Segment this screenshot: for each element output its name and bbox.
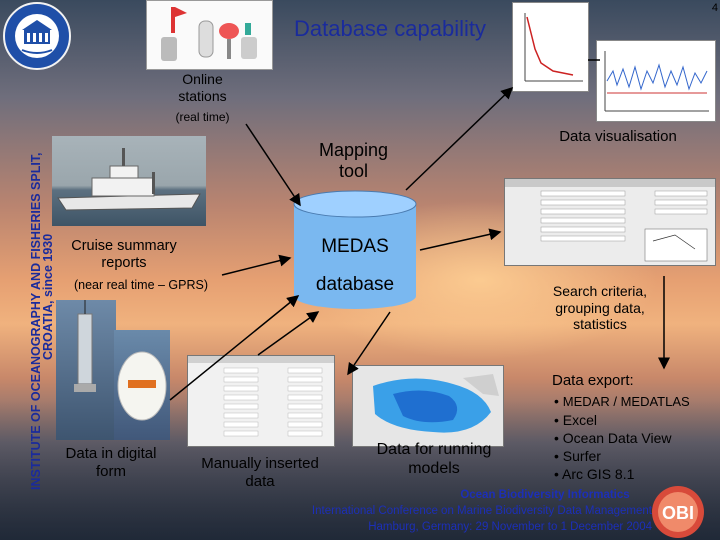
arrow-medas-to-models — [347, 311, 391, 376]
arrow-digital-to-medas — [169, 295, 300, 401]
export-item: • Arc GIS 8.1 — [554, 466, 635, 482]
model-map-image — [352, 365, 504, 447]
export-item: • Ocean Data View — [554, 430, 672, 446]
digital-form-label: Data in digital form — [65, 445, 157, 480]
cruise-summary-sublabel: (near real time – GPRS) — [73, 278, 209, 292]
manual-data-label: Manually inserted data — [201, 455, 319, 490]
export-item: • MEDAR / MEDATLAS — [554, 393, 690, 409]
online-stations-sublabel: (real time) — [175, 110, 230, 124]
page-title: Database capability — [293, 16, 486, 41]
cruise-summary-label: Cruise summary reports — [71, 238, 177, 272]
mapping-tool-label: Mapping tool — [318, 140, 389, 182]
chart-thumbnail-large — [596, 40, 716, 122]
search-form-screenshot — [504, 178, 716, 266]
float-device-photo — [114, 330, 170, 440]
medas-database-cylinder — [292, 190, 418, 310]
institute-logo — [2, 2, 72, 70]
online-stations-label: Online stations — [178, 71, 227, 104]
medas-label: MEDAS — [321, 236, 389, 257]
running-models-label: Data for running models — [376, 441, 492, 477]
export-item: • Excel — [554, 412, 598, 428]
institute-line2: CROATIA, since 1930 — [41, 234, 55, 360]
conference-line3: Hamburg, Germany: 29 November to 1 Decem… — [368, 521, 652, 533]
online-stations-photo — [146, 0, 273, 70]
institute-vertical-text: INSTITUTE OF OCEANOGRAPHY AND FISHERIES … — [29, 152, 55, 490]
manual-entry-screenshot — [187, 355, 335, 447]
page-number: 4 — [711, 2, 718, 14]
arrow-medas-to-visualisation — [405, 86, 514, 191]
arrow-medas-to-search — [419, 228, 502, 251]
search-criteria-label: Search criteria, grouping data, statisti… — [552, 283, 648, 333]
data-export-list: • MEDAR / MEDATLAS • Excel • Ocean Data … — [554, 392, 720, 483]
svg-text:OBI: OBI — [662, 503, 694, 523]
data-export-title: Data export: — [552, 372, 634, 389]
instrument-buoy-photo — [56, 300, 116, 440]
arrow-cruise-to-medas — [221, 254, 292, 276]
research-vessel-photo — [52, 136, 206, 226]
institute-line1: INSTITUTE OF OCEANOGRAPHY AND FISHERIES … — [29, 152, 43, 490]
chart-thumbnail-small — [512, 2, 589, 92]
database-label: database — [315, 274, 395, 295]
data-visualisation-label: Data visualisation — [559, 128, 677, 145]
obi-logo: OBI — [650, 484, 706, 540]
arrow-online-to-medas — [245, 123, 301, 207]
conference-line2: International Conference on Marine Biodi… — [311, 505, 652, 517]
arrow-manual-to-medas — [257, 311, 320, 356]
export-item: • Surfer — [554, 448, 601, 464]
conference-line1: Ocean Biodiversity Informatics — [460, 489, 630, 501]
